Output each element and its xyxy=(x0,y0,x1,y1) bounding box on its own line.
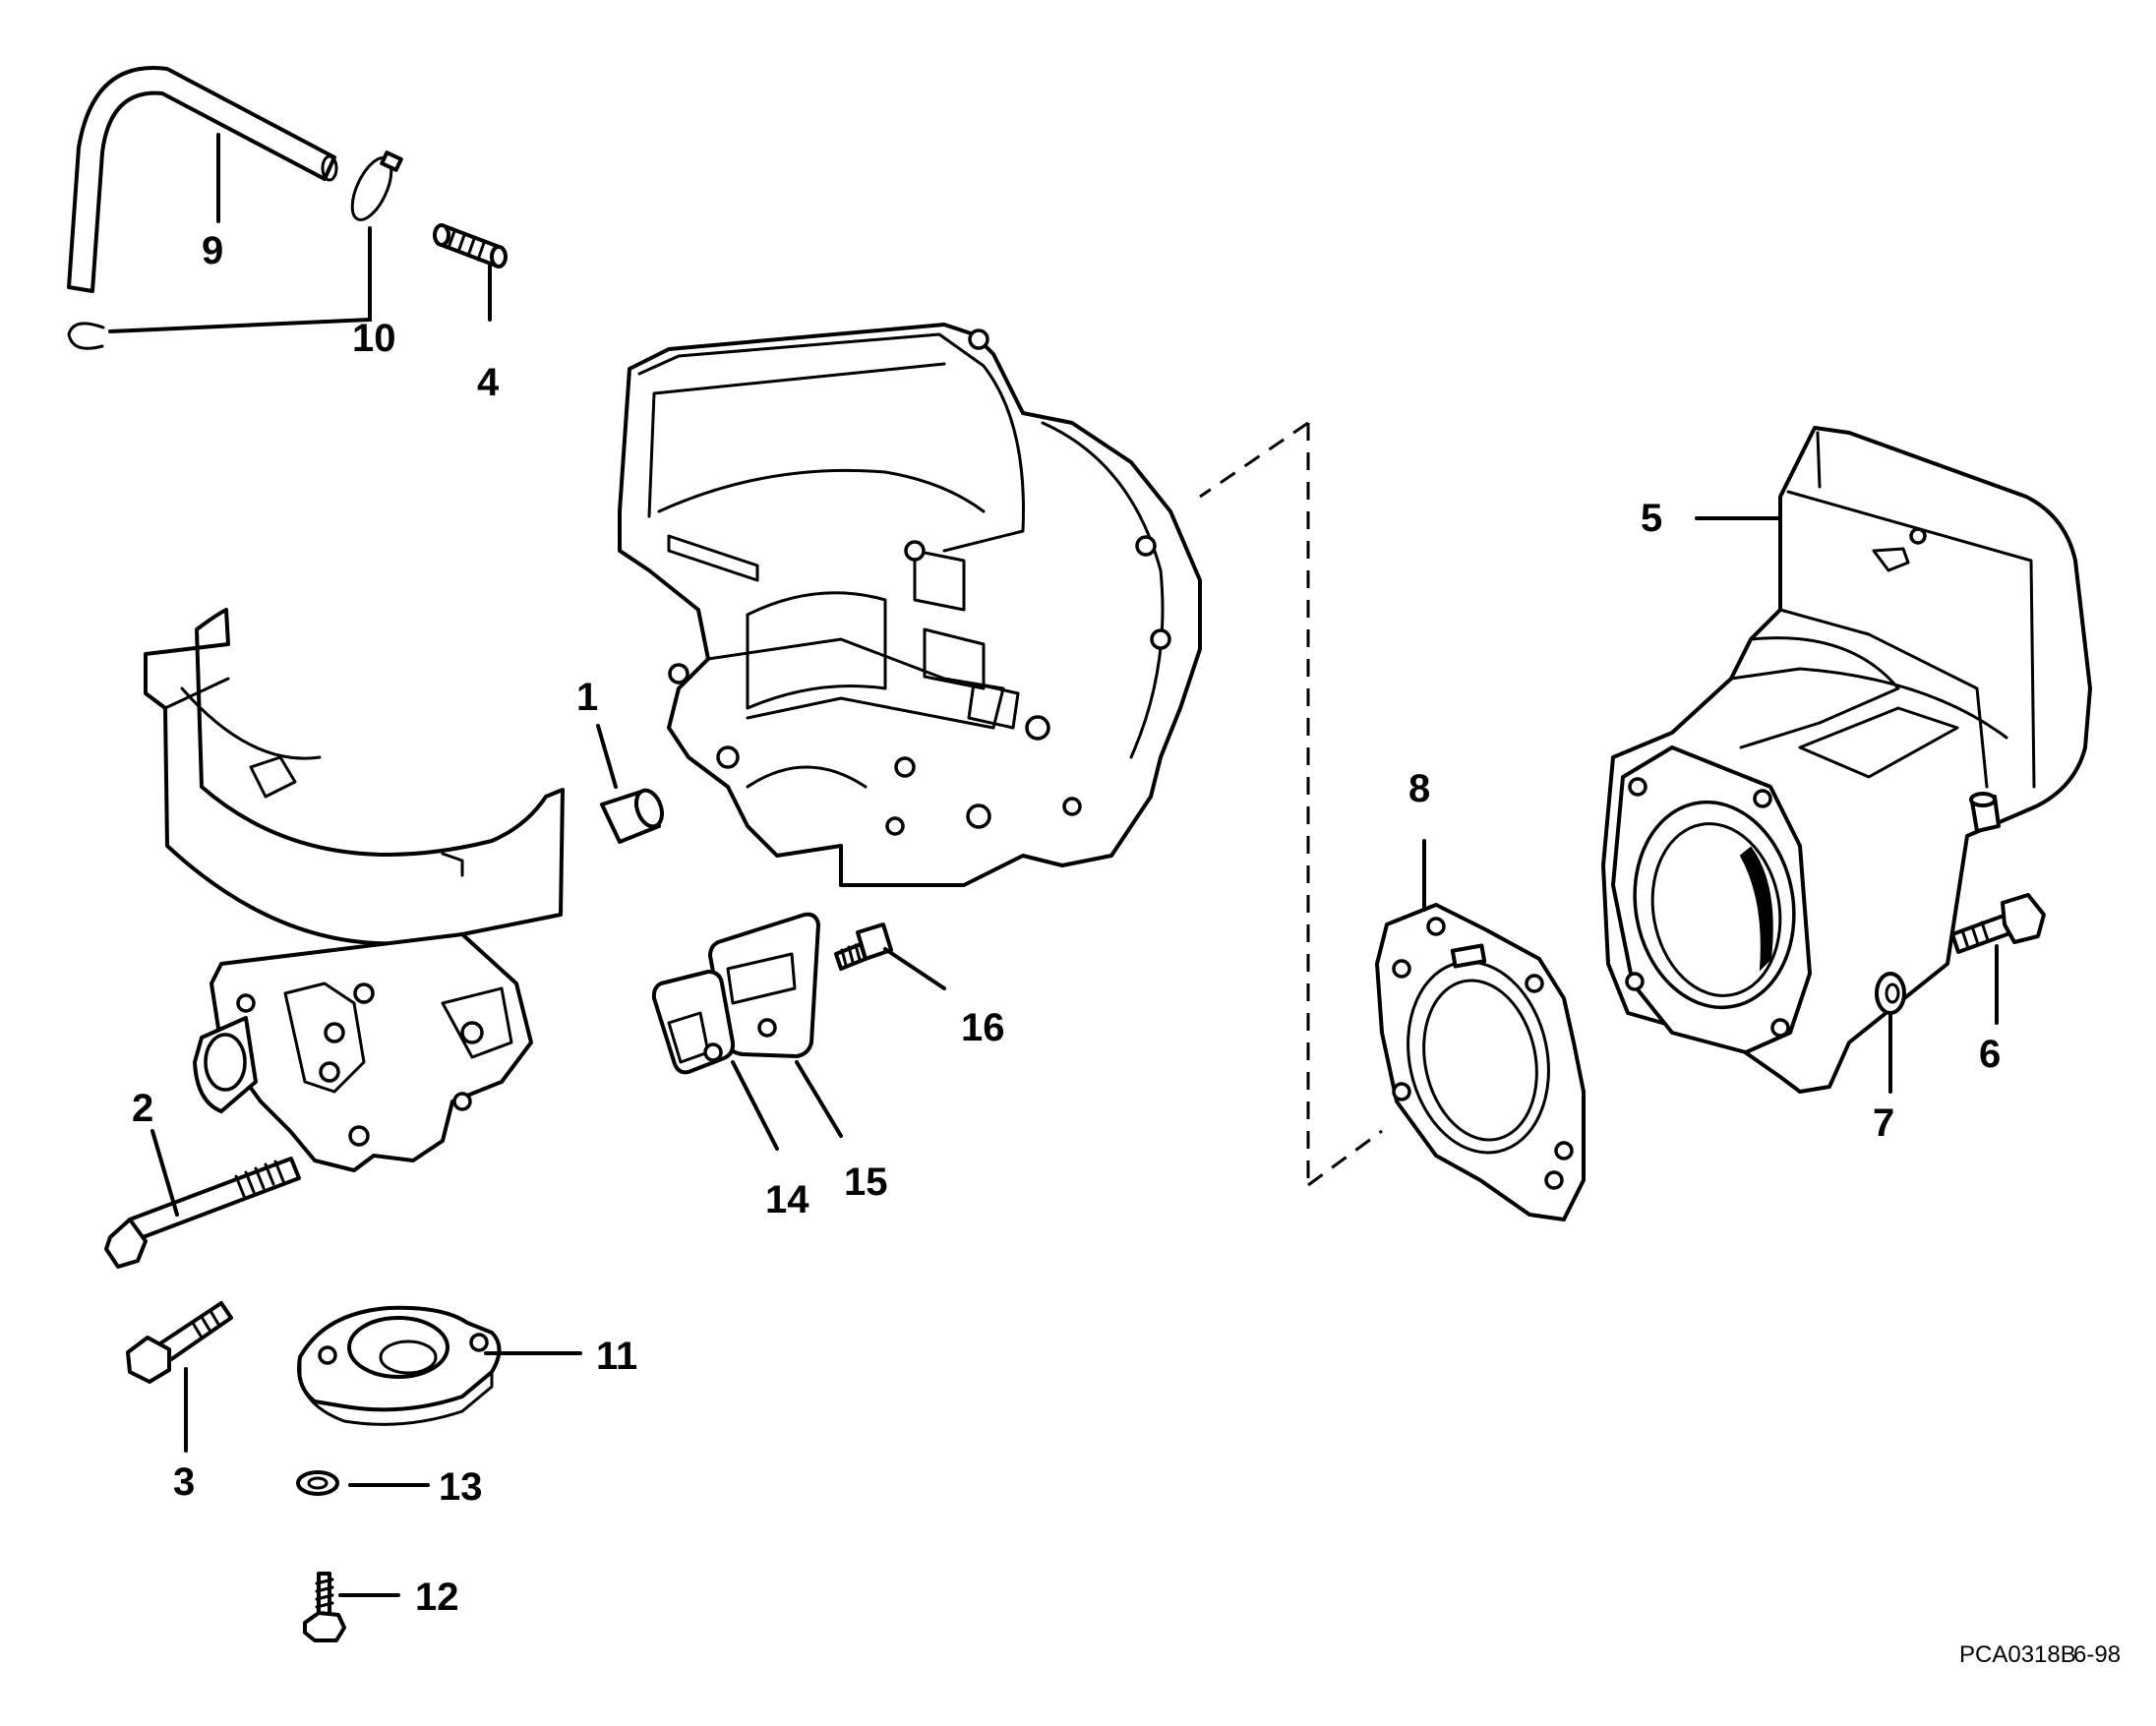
callout-10: 10 xyxy=(352,317,396,360)
part-10-clamp-lower xyxy=(67,322,105,350)
part-9-hose xyxy=(67,66,338,293)
drawing-code: PCA0318B 6-98 xyxy=(1959,1641,2121,1668)
part-7-washer xyxy=(1875,972,1906,1015)
callout-2: 2 xyxy=(132,1087,153,1130)
part-5-exhaust-housing xyxy=(1601,426,2092,1094)
part-2-long-bolt xyxy=(104,1157,301,1269)
drawing-number: PCA0318B xyxy=(1959,1641,2076,1668)
crankcase-lower xyxy=(144,608,565,1172)
leader-lines xyxy=(108,133,1999,1597)
crankcase-upper xyxy=(618,323,1202,887)
part-6-bolt xyxy=(1950,893,2046,954)
part-10-clamp-upper xyxy=(350,150,403,221)
part-4-stud xyxy=(433,223,508,268)
part-15-reed-plate xyxy=(708,912,820,1058)
callout-15: 15 xyxy=(844,1161,888,1204)
part-12-screw xyxy=(303,1572,346,1642)
callout-1: 1 xyxy=(576,676,598,719)
callout-5: 5 xyxy=(1641,497,1662,540)
callout-7: 7 xyxy=(1873,1101,1894,1145)
callout-4: 4 xyxy=(477,361,500,404)
part-13-washer xyxy=(296,1470,339,1496)
callout-6: 6 xyxy=(1979,1033,2001,1076)
callout-12: 12 xyxy=(415,1576,459,1619)
part-16-screw xyxy=(834,923,893,971)
drawing-date: 6-98 xyxy=(2073,1641,2121,1668)
callout-9: 9 xyxy=(202,229,223,272)
callout-3: 3 xyxy=(173,1460,195,1504)
alignment-dashes xyxy=(1199,421,1383,1187)
part-11-bearing-housing xyxy=(297,1305,502,1426)
callout-labels: 9 10 4 5 1 8 2 3 11 13 12 14 15 16 6 7 xyxy=(132,229,2001,1619)
callout-11: 11 xyxy=(596,1335,637,1378)
part-14-reed-plate xyxy=(651,970,736,1075)
part-8-gasket xyxy=(1375,903,1586,1221)
part-3-short-bolt xyxy=(126,1301,233,1384)
callout-16: 16 xyxy=(961,1006,1005,1049)
callout-13: 13 xyxy=(439,1465,483,1509)
part-1-bushing xyxy=(600,788,665,844)
callout-14: 14 xyxy=(765,1178,809,1221)
callout-8: 8 xyxy=(1408,767,1430,810)
